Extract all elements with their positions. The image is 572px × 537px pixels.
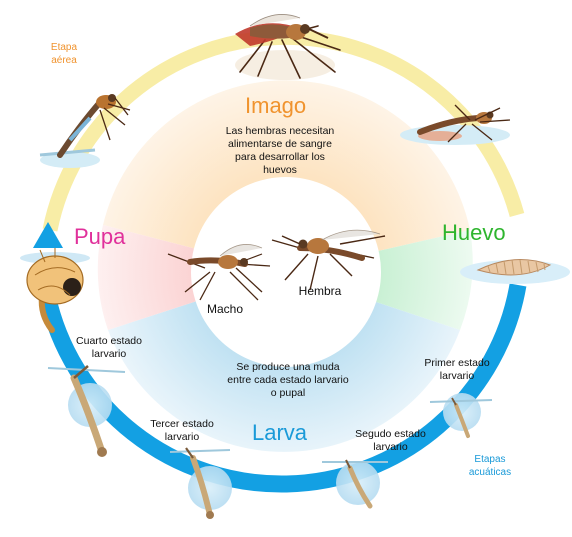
- sector-imago: [103, 80, 470, 272]
- larva-first-icon: [429, 393, 493, 438]
- pupa-icon: [20, 248, 90, 333]
- larva-third-icon: [169, 447, 232, 519]
- larva-second-icon: [322, 459, 388, 509]
- female-label: Hembra: [298, 284, 342, 298]
- aerial-stage-note: Etapa aérea: [50, 42, 78, 66]
- imago-mosquito-icon: [235, 14, 341, 80]
- ring-arrow-head: [33, 222, 63, 248]
- emerging-adult-icon: [39, 94, 131, 168]
- blood-meal-note: Las hembras necesitan alimentarse de san…: [225, 125, 335, 177]
- fourth-larval-stage-label: Cuarto estado larvario: [76, 335, 142, 361]
- first-larval-stage-label: Primer estado larvario: [424, 357, 490, 383]
- stage-label-pupa: Pupa: [74, 224, 126, 249]
- stage-label-imago: Imago: [245, 93, 307, 118]
- third-larval-stage-label: Tercer estado larvario: [150, 418, 214, 444]
- molt-note: Se produce una muda entre cada estado la…: [227, 361, 349, 400]
- stage-sectors: [97, 80, 473, 452]
- stage-label-huevo: Huevo: [442, 220, 506, 245]
- aquatic-stages-note: Etapas acuáticas: [468, 454, 512, 478]
- stage-label-larva: Larva: [252, 420, 308, 445]
- second-larval-stage-label: Segudo estado larvario: [355, 428, 426, 454]
- ovipositing-female-icon: [400, 104, 511, 145]
- larva-fourth-icon: [47, 365, 126, 457]
- male-mosquito-icon: [167, 244, 271, 301]
- center-disc: [191, 177, 381, 367]
- male-label: Macho: [206, 302, 244, 316]
- egg-raft-icon: [460, 259, 570, 284]
- female-mosquito-icon: [271, 229, 386, 291]
